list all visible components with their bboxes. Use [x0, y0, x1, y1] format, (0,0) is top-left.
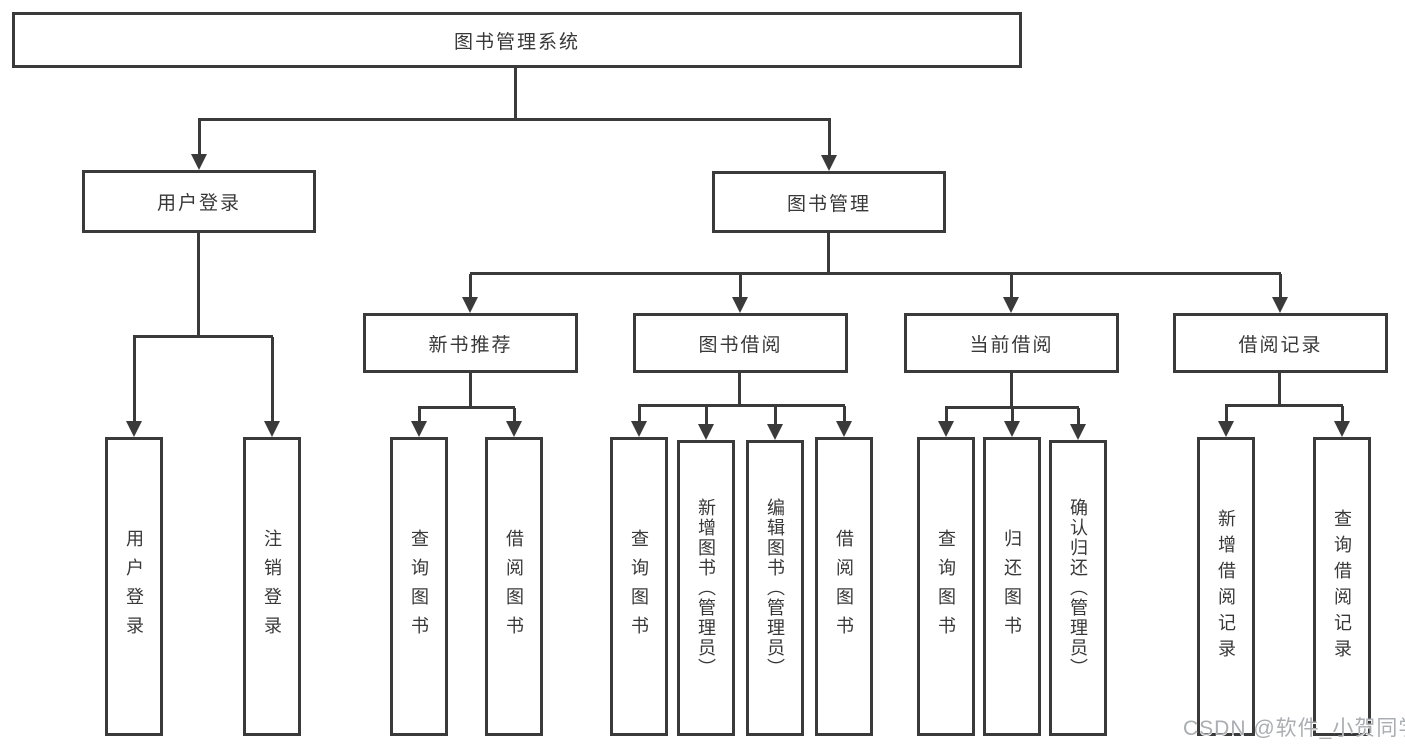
leaf-confirm-return-admin: 确认归还（管理员） [1049, 440, 1107, 736]
connector-borrow-records-stem [1278, 372, 1281, 406]
node-borrow-records: 借阅记录 [1173, 313, 1388, 373]
arrow-down-icon [1003, 274, 1019, 313]
arrow-down-icon [698, 406, 714, 440]
connector-book-borrow-stem [738, 372, 741, 406]
connector-level3-split [470, 272, 1281, 275]
leaf-user-login: 用户登录 [105, 437, 163, 736]
connector-user-login-stem [197, 232, 200, 337]
leaf-edit-books-admin: 编辑图书（管理员） [746, 440, 804, 736]
arrow-down-icon [1070, 408, 1086, 440]
arrow-down-icon [732, 274, 748, 313]
connector-book-management-stem [827, 232, 830, 274]
arrow-down-icon [631, 406, 647, 437]
connector-new-book-recommend-split [418, 406, 515, 409]
leaf-query-books-current: 查询图书 [917, 437, 975, 736]
connector-root-stem [514, 66, 517, 120]
node-user-login: 用户登录 [82, 170, 316, 233]
arrow-down-icon [264, 337, 280, 437]
arrow-down-icon [411, 408, 427, 437]
connector-current-borrow-split [945, 406, 1079, 409]
arrow-down-icon [506, 408, 522, 437]
node-new-book-recommend: 新书推荐 [363, 313, 578, 373]
connector-borrow-records-split [1225, 404, 1343, 407]
arrow-down-icon [1334, 406, 1350, 437]
leaf-add-books-admin: 新增图书（管理员） [677, 440, 735, 736]
arrow-down-icon [1004, 408, 1020, 437]
node-book-management: 图书管理 [712, 171, 946, 233]
arrow-down-icon [462, 274, 478, 313]
leaf-borrow-books: 借阅图书 [815, 437, 873, 736]
connector-book-borrow-split [638, 404, 845, 407]
arrow-down-icon [836, 406, 852, 437]
arrow-down-icon [1218, 406, 1234, 437]
connector-level2-split [198, 118, 831, 121]
csdn-watermark: CSDN @软件_小贺同学 [1183, 717, 1405, 740]
connector-user-login-split [133, 335, 273, 338]
arrow-down-icon [938, 408, 954, 437]
leaf-query-borrow-record: 查询借阅记录 [1313, 437, 1371, 736]
node-book-borrow: 图书借阅 [633, 313, 848, 373]
connector-current-borrow-stem [1010, 372, 1013, 408]
connector-new-book-recommend-stem [469, 372, 472, 408]
arrow-down-icon [191, 120, 207, 170]
leaf-borrow-books-recommend: 借阅图书 [485, 437, 543, 736]
arrow-down-icon [126, 337, 142, 437]
leaf-query-books-borrow: 查询图书 [610, 437, 668, 736]
arrow-down-icon [1272, 274, 1288, 313]
node-current-borrow: 当前借阅 [904, 313, 1119, 373]
leaf-return-books: 归还图书 [983, 437, 1041, 736]
leaf-query-books-recommend: 查询图书 [390, 437, 448, 736]
leaf-add-borrow-record: 新增借阅记录 [1197, 437, 1255, 736]
arrow-down-icon [767, 406, 783, 440]
node-library-management-system: 图书管理系统 [12, 12, 1022, 68]
leaf-logout-login: 注销登录 [243, 437, 301, 736]
arrow-down-icon [821, 120, 837, 171]
